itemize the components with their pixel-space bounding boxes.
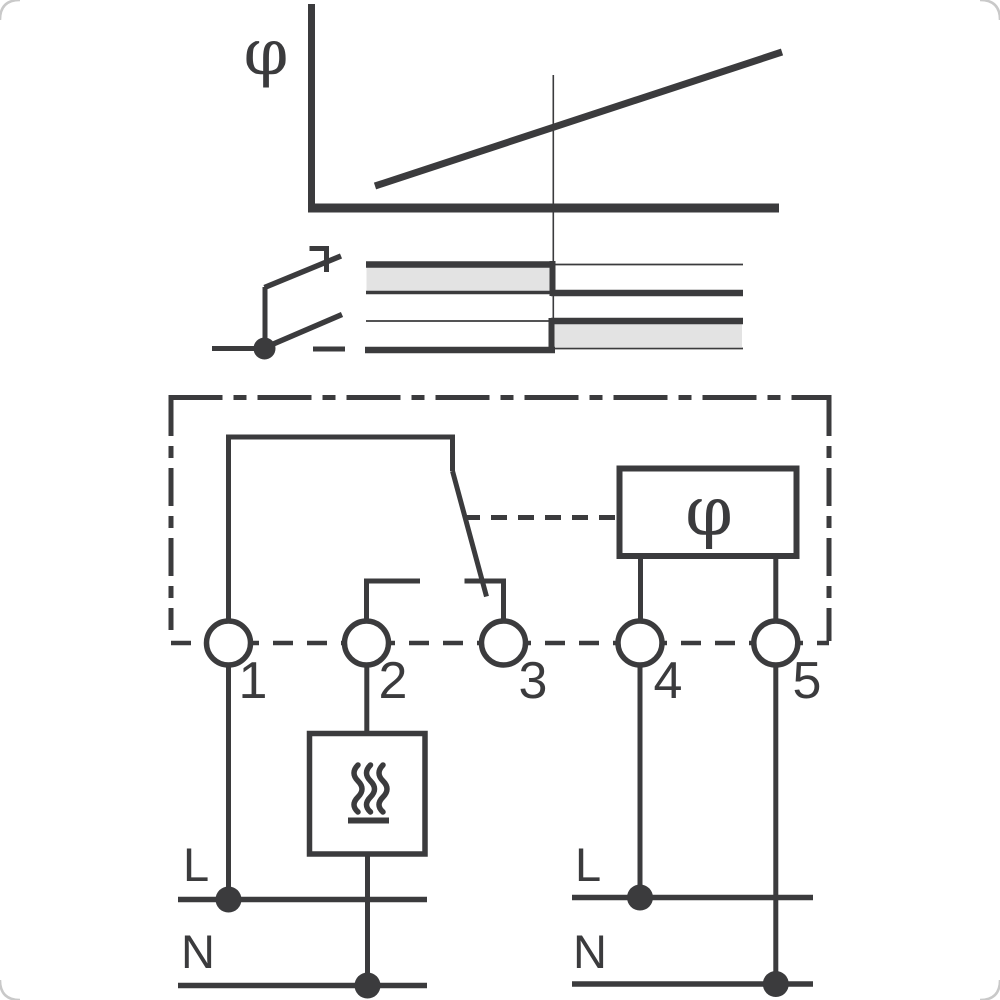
state-on-region-bottom: [553, 324, 742, 347]
N-label: N: [573, 925, 607, 978]
switch-moving-arm: [450, 470, 489, 598]
terminal-circle-3: [478, 618, 529, 668]
heating-element: [306, 730, 428, 857]
wire-terminal1-to-switch: [226, 434, 455, 643]
changeover-contact-icon: [212, 246, 345, 360]
humidity-curve: [373, 48, 784, 190]
corner-arc: [979, 979, 1000, 1000]
L-label: L: [575, 838, 601, 891]
internal-circuit: φ: [226, 434, 800, 643]
terminal-number-3: 3: [519, 652, 548, 710]
supply-rails-left: L N: [178, 838, 427, 999]
state-on-region-top: [366, 266, 554, 291]
terminal-circle-4: [615, 618, 665, 668]
heat-wave: [376, 762, 390, 815]
L-label: L: [183, 838, 209, 891]
terminal-number-5: 5: [793, 652, 822, 710]
terminal-number-2: 2: [379, 652, 408, 710]
terminal-circle-1: [203, 618, 254, 668]
N-label: N: [181, 925, 215, 978]
terminal-circle-2: [341, 618, 392, 668]
contact-arm-upper: [263, 253, 343, 291]
corner-arc: [979, 0, 1000, 21]
humidity-graph: φ: [244, 4, 784, 320]
heater-box: [306, 730, 428, 857]
corner-arc: [0, 0, 21, 21]
terminal-row: 1 2 3 4 5: [203, 618, 822, 710]
terminal-number-4: 4: [654, 652, 683, 710]
corner-arc: [0, 979, 21, 1000]
device-enclosure-border: [168, 395, 832, 646]
contact-pivot-dot: [253, 337, 276, 360]
contact-arm-lower: [262, 311, 344, 351]
junction-dot: [215, 886, 242, 913]
junction-dot: [627, 884, 653, 911]
heat-icon-base: [348, 817, 389, 824]
heat-wave: [363, 762, 378, 815]
switching-state-bars: [365, 261, 743, 354]
heat-wave: [351, 762, 365, 815]
junction-dot: [354, 972, 381, 999]
heat-icon: [348, 762, 390, 824]
junction-dot: [762, 971, 789, 997]
supply-rails-right: L N: [572, 838, 813, 997]
terminal-circle-5: [751, 618, 801, 668]
humidity-sensor-box: [616, 465, 800, 559]
y-axis-label: φ: [244, 16, 289, 90]
external-wiring: L N L N: [178, 643, 813, 999]
sensor-label: φ: [685, 473, 733, 552]
terminal-number-1: 1: [239, 652, 268, 710]
